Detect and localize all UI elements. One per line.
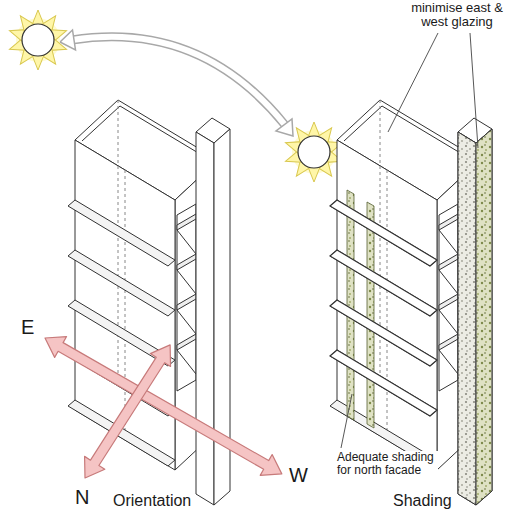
compass-letter: E	[20, 316, 35, 339]
panel-caption: Orientation	[112, 492, 192, 510]
callout-note: Adequate shading for north facade	[336, 451, 438, 477]
callout-note: minimise east & west glazing	[406, 1, 508, 29]
panel-caption: Shading	[392, 492, 453, 510]
compass-letter: W	[288, 464, 309, 487]
compass-letter: N	[74, 486, 90, 509]
